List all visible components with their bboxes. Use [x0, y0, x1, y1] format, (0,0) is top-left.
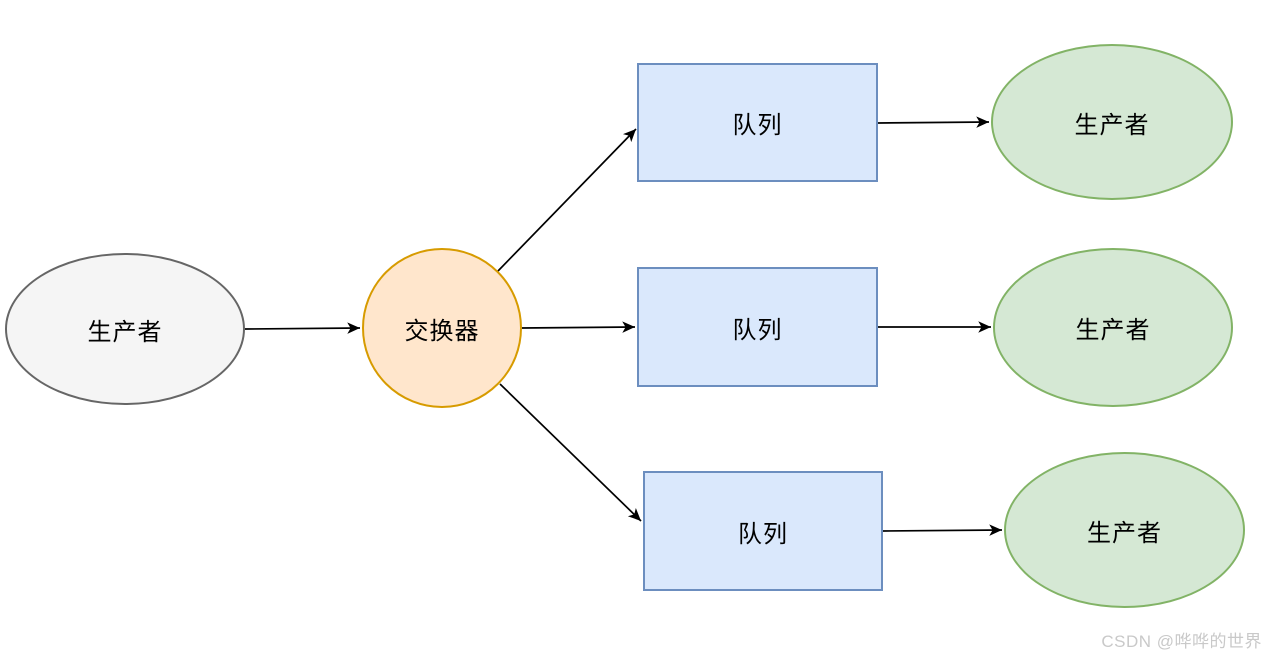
node-producer: 生产者: [5, 253, 245, 405]
node-consumer-2: 生产者: [993, 248, 1233, 407]
node-consumer-3: 生产者: [1004, 452, 1245, 608]
arrow-producer-to-exchange: [244, 322, 361, 334]
node-queue-1-label: 队列: [732, 112, 783, 139]
arrow-exchange-to-queue-3: [499, 383, 642, 522]
node-queue-3-label: 队列: [738, 520, 788, 548]
node-queue-2: 队列: [637, 267, 878, 387]
node-consumer-1-label: 生产者: [1074, 111, 1150, 139]
arrow-queue-3-to-consumer-3: [882, 524, 1003, 536]
node-exchange: 交换器: [362, 248, 522, 408]
node-consumer-2-label: 生产者: [1075, 317, 1151, 344]
arrow-queue-1-to-consumer-1: [877, 116, 990, 128]
node-queue-3: 队列: [643, 471, 883, 591]
node-queue-2-label: 队列: [732, 316, 783, 344]
arrow-exchange-to-queue-1: [497, 128, 637, 272]
node-queue-1: 队列: [637, 63, 878, 182]
watermark-text: CSDN @哗哗的世界: [1101, 632, 1262, 651]
arrow-exchange-to-queue-2: [521, 321, 636, 333]
node-consumer-3-label: 生产者: [1087, 519, 1162, 547]
node-producer-label: 生产者: [87, 318, 163, 346]
node-exchange-label: 交换器: [404, 317, 480, 345]
node-consumer-1: 生产者: [991, 44, 1233, 200]
